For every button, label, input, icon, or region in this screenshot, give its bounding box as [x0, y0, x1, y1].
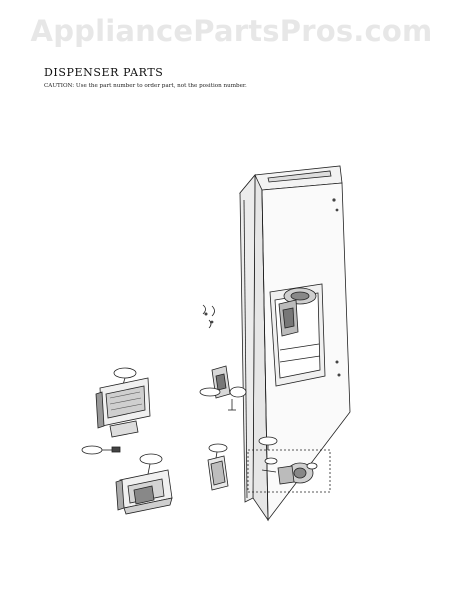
caution-note: CAUTION: Use the part number to order pa… [44, 83, 247, 89]
dispenser-lever-housing [115, 453, 173, 515]
diagram-title: DISPENSER PARTS [44, 66, 164, 79]
dispenser-screw [81, 445, 121, 455]
dispenser-switch-assembly [199, 365, 247, 411]
clip-set [202, 304, 215, 329]
dispenser-cover [207, 443, 229, 491]
site-watermark: AppliancePartsPros.com [30, 14, 433, 48]
door-hinge-screws [204, 198, 341, 377]
dispenser-recess [269, 283, 326, 387]
dispenser-control-panel [95, 367, 151, 438]
dispenser-motor-assembly [247, 436, 331, 493]
